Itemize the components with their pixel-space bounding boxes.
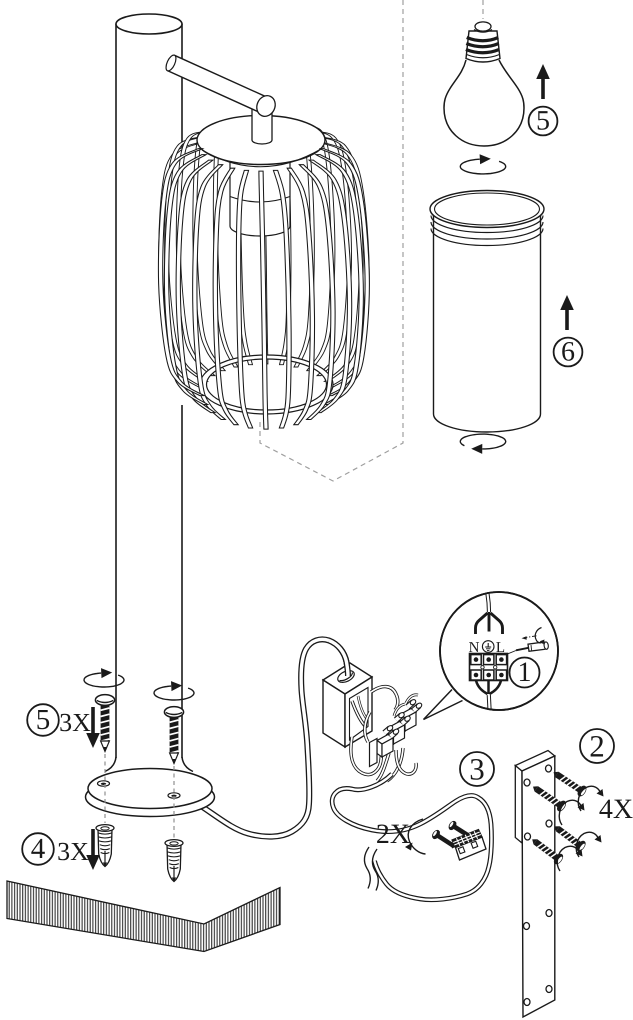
base-anchors-down-arrow-icon (86, 829, 100, 870)
step-bulb-callout: 5 (527, 106, 559, 137)
wall-plug-left (95, 823, 115, 868)
glass-cylinder (429, 189, 545, 433)
lantern-arm (165, 54, 276, 117)
step-bracket-callout-number: 2 (589, 729, 605, 764)
loose-wire-loop (329, 772, 494, 903)
anchor-rotation-icon (405, 818, 426, 855)
projection-dashed-lines (259, 0, 484, 482)
wall-anchor-block (451, 828, 487, 861)
screwdriver-icon (507, 641, 549, 655)
light-bulb (443, 21, 525, 147)
stripped-wires (474, 611, 504, 634)
step-base-screws-callout-number: 5 (36, 704, 51, 736)
bulb-up-arrow-icon (536, 64, 550, 99)
base-screws-qty-label: 3X (59, 708, 91, 737)
turn-direction-icon (521, 626, 545, 645)
bracket-screw-rotation-3-icon (556, 845, 583, 872)
terminal-block-3d (368, 699, 423, 768)
cage-front-ribs (157, 148, 370, 430)
base-screws-down-arrow-icon (86, 707, 100, 748)
junction-box (321, 637, 374, 749)
step-base-screws-callout: 5 (26, 703, 60, 737)
step-base-anchors-callout: 4 (21, 832, 55, 866)
step-wall-anchors-callout-number: 3 (469, 752, 485, 787)
wall-anchor-screw-2 (432, 829, 457, 849)
glass-rotation-arrow-icon (459, 433, 507, 454)
glass-up-arrow-icon (560, 295, 574, 330)
bulb-rotation-arrow-icon (459, 154, 507, 175)
ground-hatch (6, 880, 281, 953)
mounting-bracket (514, 749, 557, 1019)
wall-plug-right (164, 838, 184, 883)
bracket-qty-label: 4X (599, 794, 633, 825)
base-screw-left (94, 693, 116, 754)
step-glass-callout: 6 (552, 337, 584, 368)
step-bracket-callout: 2 (579, 728, 615, 764)
bracket-screw-rotation-2-icon (577, 785, 604, 812)
step-wiring-callout: 1 (508, 656, 541, 689)
step-wiring-callout-number: 1 (518, 657, 532, 688)
base-screw-right (163, 705, 185, 766)
terminal-block-front (468, 652, 509, 682)
terminal-n-label: N (469, 640, 480, 656)
cage-bottom-ring (199, 354, 334, 415)
base-plate (84, 756, 216, 818)
bracket-screw-4 (532, 839, 564, 865)
wiring-detail-bubble: N L 1 (422, 591, 559, 721)
terminal-l-label: L (496, 640, 505, 656)
terminal-wire-stubs (392, 693, 419, 717)
wall-anchors-qty-label: 2X (376, 819, 410, 850)
earth-symbol-icon (481, 640, 495, 653)
base-anchors-qty-label: 3X (57, 837, 89, 866)
base-screw-rotation-left-icon (83, 668, 125, 688)
lantern-cage (157, 114, 370, 430)
wire-break-mark (363, 846, 379, 891)
base-screw-rotation-right-icon (153, 681, 195, 701)
step-wall-anchors-callout: 3 (459, 751, 495, 787)
step-glass-callout-number: 6 (561, 337, 575, 368)
bracket-screw-rotation-1-icon (558, 799, 585, 826)
step-bulb-callout-number: 5 (536, 106, 550, 137)
lamp-post-pole (115, 13, 183, 758)
step-base-anchors-callout-number: 4 (31, 833, 46, 865)
bracket-screw-rotation-4-icon (575, 831, 602, 858)
